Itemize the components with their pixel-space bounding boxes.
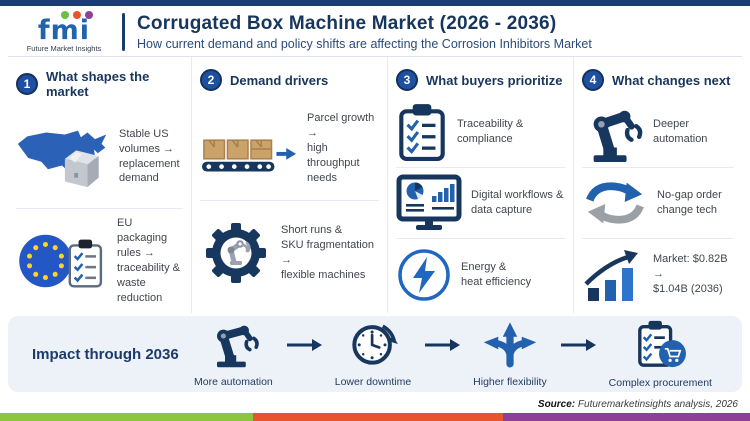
list-item: Short runs & SKU fragmentation → flexibl… bbox=[200, 201, 379, 305]
header: fmi Future Market Insights Corrugated Bo… bbox=[0, 6, 750, 56]
impact-bar: Impact through 2036 More automation bbox=[8, 316, 742, 392]
page-subtitle: How current demand and policy shifts are… bbox=[137, 37, 592, 51]
list-item: EU packaging rules → traceability & wast… bbox=[16, 209, 183, 313]
stripe-green bbox=[0, 413, 253, 421]
logo-tagline: Future Market Insights bbox=[26, 44, 102, 54]
item-text: Energy & heat efficiency bbox=[461, 260, 532, 288]
robot-arm-icon bbox=[207, 320, 260, 373]
step-label: Complex procurement bbox=[608, 377, 712, 389]
impact-step-lower-downtime: Lower downtime bbox=[335, 320, 411, 388]
header-rule bbox=[8, 56, 742, 57]
list-item: Stable US volumes → replacement demand bbox=[16, 105, 183, 209]
number-badge: 3 bbox=[396, 69, 418, 91]
item-text: Deeper automation bbox=[653, 118, 708, 145]
item-text: Digital workflows & data capture bbox=[471, 189, 564, 216]
list-item: Parcel growth → high throughput needs bbox=[200, 97, 379, 201]
impact-flow: More automation bbox=[182, 319, 724, 389]
number-badge: 1 bbox=[16, 73, 38, 95]
item-text: Market: $0.82B → $1.04B (2036) bbox=[653, 253, 728, 295]
impact-label: Impact through 2036 bbox=[32, 345, 179, 363]
robot-arm-icon bbox=[582, 101, 644, 163]
column-title: Demand drivers bbox=[230, 72, 329, 88]
conveyor-boxes-icon bbox=[200, 118, 298, 180]
number-badge: 4 bbox=[582, 69, 604, 91]
impact-step-higher-flexibility: Higher flexibility bbox=[473, 320, 547, 388]
list-item: Deeper automation bbox=[582, 97, 734, 168]
impact-step-more-automation: More automation bbox=[194, 320, 273, 388]
step-label: Lower downtime bbox=[334, 376, 412, 388]
column-title: What changes next bbox=[612, 72, 731, 88]
list-item: Energy & heat efficiency bbox=[396, 239, 565, 310]
columns-grid: 1 What shapes the market bbox=[8, 57, 742, 313]
item-text: No-gap order change tech bbox=[657, 189, 722, 216]
impact-step-complex-procurement: Complex procurement bbox=[609, 319, 712, 389]
fmi-logo: fmi Future Market Insights bbox=[14, 11, 114, 53]
column-demand-drivers: 2 Demand drivers bbox=[192, 57, 388, 313]
clock-icon bbox=[348, 320, 398, 373]
stripe-orange bbox=[252, 413, 503, 421]
header-divider bbox=[122, 13, 125, 51]
source-text: Futuremarketinsights analysis, 2026 bbox=[575, 399, 738, 410]
item-text: Short runs & SKU fragmentation → flexibl… bbox=[281, 224, 374, 281]
top-accent-bar bbox=[0, 0, 750, 6]
step-label: More automation bbox=[193, 376, 273, 388]
item-text: Parcel growth → high throughput needs bbox=[307, 112, 375, 184]
list-item: Digital workflows & data capture bbox=[396, 168, 565, 239]
column-what-changes-next: 4 What changes next bbox=[574, 57, 742, 313]
bottom-accent-stripe bbox=[0, 413, 750, 421]
logo-brand: fmi bbox=[37, 15, 91, 47]
list-item: Traceability & compliance bbox=[396, 97, 565, 168]
stripe-purple bbox=[502, 413, 750, 421]
logo-dots-icon bbox=[61, 11, 93, 20]
source-note: Source: Futuremarketinsights analysis, 2… bbox=[538, 399, 738, 410]
item-text: Traceability & compliance bbox=[457, 118, 524, 145]
gear-robot-icon bbox=[200, 217, 272, 289]
list-item: Market: $0.82B → $1.04B (2036) bbox=[582, 239, 734, 310]
arrow-icon bbox=[423, 338, 461, 357]
growth-chart-icon bbox=[582, 248, 644, 302]
column-what-buyers-prioritize: 3 What buyers prioritize bbox=[388, 57, 574, 313]
us-map-box-icon bbox=[16, 121, 110, 193]
flexibility-arrows-icon bbox=[482, 320, 538, 373]
column-title: What shapes the market bbox=[46, 69, 150, 99]
column-what-shapes-the-market: 1 What shapes the market bbox=[8, 57, 192, 313]
step-label: Higher flexibility bbox=[473, 376, 547, 388]
energy-bolt-icon bbox=[396, 247, 452, 303]
list-item: No-gap order change tech bbox=[582, 168, 734, 239]
number-badge: 2 bbox=[200, 69, 222, 91]
checklist-clipboard-icon bbox=[396, 102, 448, 162]
source-label: Source: bbox=[537, 399, 576, 410]
procurement-cart-icon bbox=[632, 319, 688, 374]
item-text: EU packaging rules → traceability & wast… bbox=[117, 217, 180, 304]
column-title: What buyers prioritize bbox=[426, 72, 563, 88]
eu-flag-checklist-icon bbox=[16, 226, 108, 296]
arrow-icon bbox=[559, 338, 597, 357]
sync-arrows-icon bbox=[582, 178, 648, 228]
arrow-icon bbox=[285, 338, 323, 357]
item-text: Stable US volumes → replacement demand bbox=[119, 127, 180, 185]
monitor-analytics-icon bbox=[396, 174, 462, 232]
page-title: Corrugated Box Machine Market (2026 - 20… bbox=[137, 13, 557, 34]
